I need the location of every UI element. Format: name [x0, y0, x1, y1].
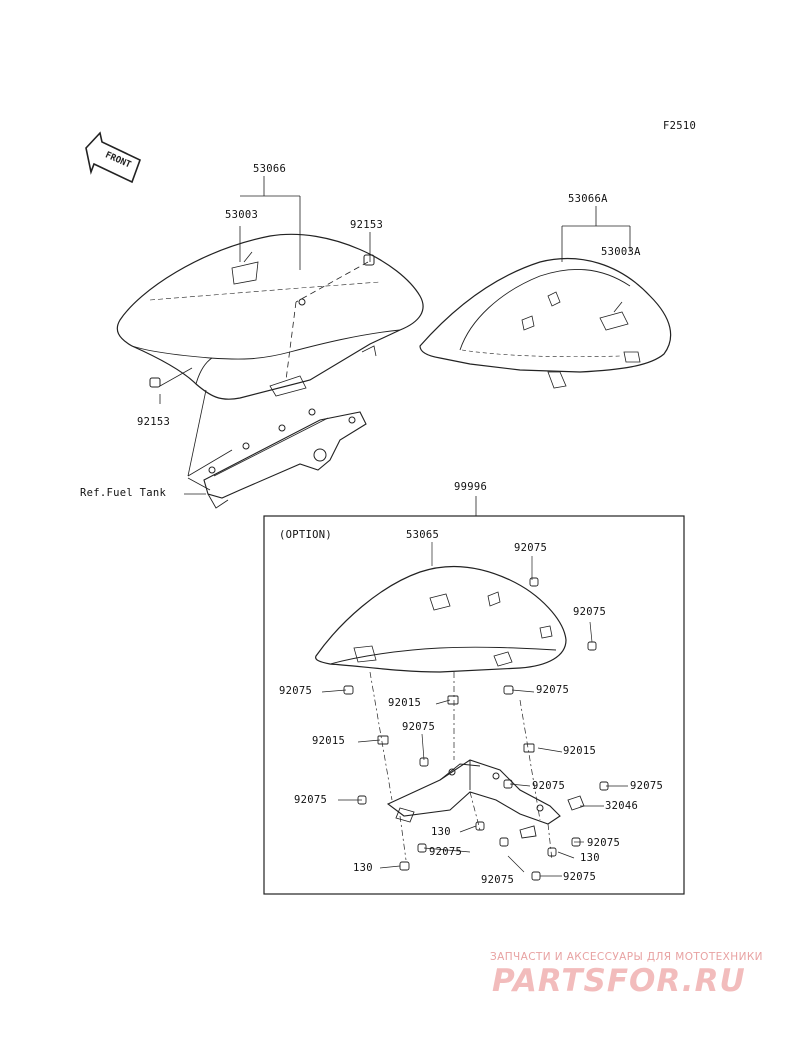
part-label-53066a: 53066A: [568, 193, 608, 205]
option-kit-frame: [263, 515, 685, 895]
option-bracket-drawing: [386, 759, 585, 839]
rear-seat-drawing: [419, 257, 672, 389]
front-seat-leaders: [159, 176, 371, 495]
part-label-53065: 53065: [406, 529, 440, 541]
part-label-32046: 32046: [605, 800, 639, 812]
part-label-53003: 53003: [225, 209, 259, 221]
part-label-130-center: 130: [431, 826, 451, 838]
part-label-92153-left: 92153: [137, 416, 171, 428]
part-label-92075-left-bracket: 92075: [294, 794, 328, 806]
option-label-leaders: [321, 542, 628, 877]
part-label-92015-right: 92015: [563, 745, 597, 757]
front-arrow-icon: FRONT: [85, 131, 142, 184]
option-title: (OPTION): [279, 529, 332, 541]
ref-fuel-tank-label: Ref.Fuel Tank: [80, 487, 167, 499]
part-label-92153-top: 92153: [350, 219, 384, 231]
figure-code: F2510: [663, 120, 697, 132]
part-label-92075-bottom: 92075: [563, 871, 597, 883]
part-label-92075-right: 92075: [573, 606, 607, 618]
watermark-logo: PARTSFOR.RU: [492, 963, 746, 999]
bolt-icon: [149, 254, 375, 388]
screw-icon: [343, 577, 609, 881]
part-label-99996: 99996: [454, 481, 488, 493]
part-label-92075-top-right: 92075: [514, 542, 548, 554]
part-label-53003a: 53003A: [601, 246, 641, 258]
front-seat-drawing: [116, 233, 424, 509]
part-label-92075-bottom-left: 92075: [481, 874, 515, 886]
part-label-92015-left: 92015: [312, 735, 346, 747]
watermark-tagline: ЗАПЧАСТИ И АКСЕССУАРЫ ДЛЯ МОТОТЕХНИКИ: [490, 951, 763, 963]
rear-seat-leaders: [561, 206, 631, 262]
part-label-92075-mid: 92075: [402, 721, 436, 733]
part-label-92075-far-right: 92075: [630, 780, 664, 792]
part-label-130-right: 130: [580, 852, 600, 864]
part-label-130-left: 130: [353, 862, 373, 874]
part-label-92075-left: 92075: [279, 685, 313, 697]
option-seat-cover-drawing: [315, 565, 567, 673]
option-leaders: [369, 671, 553, 861]
part-label-92075-bottom-center: 92075: [429, 846, 463, 858]
part-label-92075-center-right: 92075: [536, 684, 570, 696]
part-label-92075-bracket-right: 92075: [532, 780, 566, 792]
part-label-92015-center: 92015: [388, 697, 422, 709]
part-label-92075-bottom-right: 92075: [587, 837, 621, 849]
part-label-53066: 53066: [253, 163, 287, 175]
